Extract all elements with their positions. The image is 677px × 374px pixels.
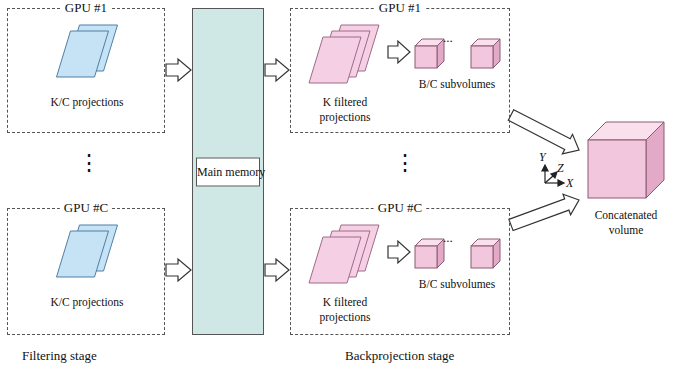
- hollow-arrow: [265, 259, 289, 281]
- projection-sheets: [303, 221, 387, 291]
- main-memory-bar: Main memory: [192, 8, 264, 335]
- gpu-box: GPU #1K/C projections: [7, 8, 165, 133]
- projection-sheets: [30, 221, 144, 291]
- axis-label: Y: [539, 150, 546, 165]
- hollow-arrow: [508, 110, 579, 154]
- gpu-label: GPU #C: [60, 200, 112, 215]
- hollow-arrow: [265, 59, 289, 81]
- projection-stack: K/C projections: [30, 21, 144, 127]
- gpu-label: GPU #C: [374, 200, 426, 215]
- filtered-projection-stack: K filtered projections: [303, 21, 387, 127]
- volume-cube: [580, 118, 672, 202]
- node-label: K/C projections: [30, 295, 144, 310]
- axis-label: X: [566, 176, 573, 191]
- subvolume-group: B/C subvolumes: [411, 229, 503, 319]
- filtered-projection-stack: K filtered projections: [303, 221, 387, 327]
- node-label: K filtered projections: [303, 295, 387, 325]
- hollow-arrow: [388, 241, 410, 263]
- subvolume-group: B/C subvolumes: [411, 29, 503, 119]
- subvolume-cubes: [411, 229, 503, 273]
- hollow-arrow: [166, 259, 191, 281]
- node-label: Concatenated volume: [580, 208, 672, 238]
- subvolume-cubes: [411, 29, 503, 73]
- concatenated-volume: Concatenated volume: [580, 118, 672, 248]
- gpu-box: GPU #1K filtered projectionsB/C subvolum…: [290, 8, 510, 133]
- axis-label: Z: [557, 161, 564, 176]
- gpu-box: GPU #CK/C projections: [7, 208, 165, 335]
- vertical-ellipsis: ⋮: [394, 150, 416, 176]
- node-label: K/C projections: [30, 95, 144, 110]
- gpu-label: GPU #1: [61, 0, 111, 15]
- stage-label: Backprojection stage: [345, 348, 454, 363]
- memory-label: Main memory: [196, 157, 260, 186]
- projection-stack: K/C projections: [30, 221, 144, 327]
- hollow-arrow: [388, 41, 410, 63]
- stage-label: Filtering stage: [22, 348, 97, 363]
- ellipsis: ...: [443, 230, 453, 245]
- hollow-arrow: [509, 194, 579, 230]
- node-label: K filtered projections: [303, 95, 387, 125]
- projection-sheets: [303, 21, 387, 91]
- gpu-label: GPU #1: [375, 0, 425, 15]
- ellipsis: ...: [443, 30, 453, 45]
- vertical-ellipsis: ⋮: [78, 150, 100, 176]
- node-label: B/C subvolumes: [411, 277, 503, 292]
- gpu-box: GPU #CK filtered projectionsB/C subvolum…: [290, 208, 510, 335]
- node-label: B/C subvolumes: [411, 77, 503, 92]
- hollow-arrow: [166, 59, 191, 81]
- projection-sheets: [30, 21, 144, 91]
